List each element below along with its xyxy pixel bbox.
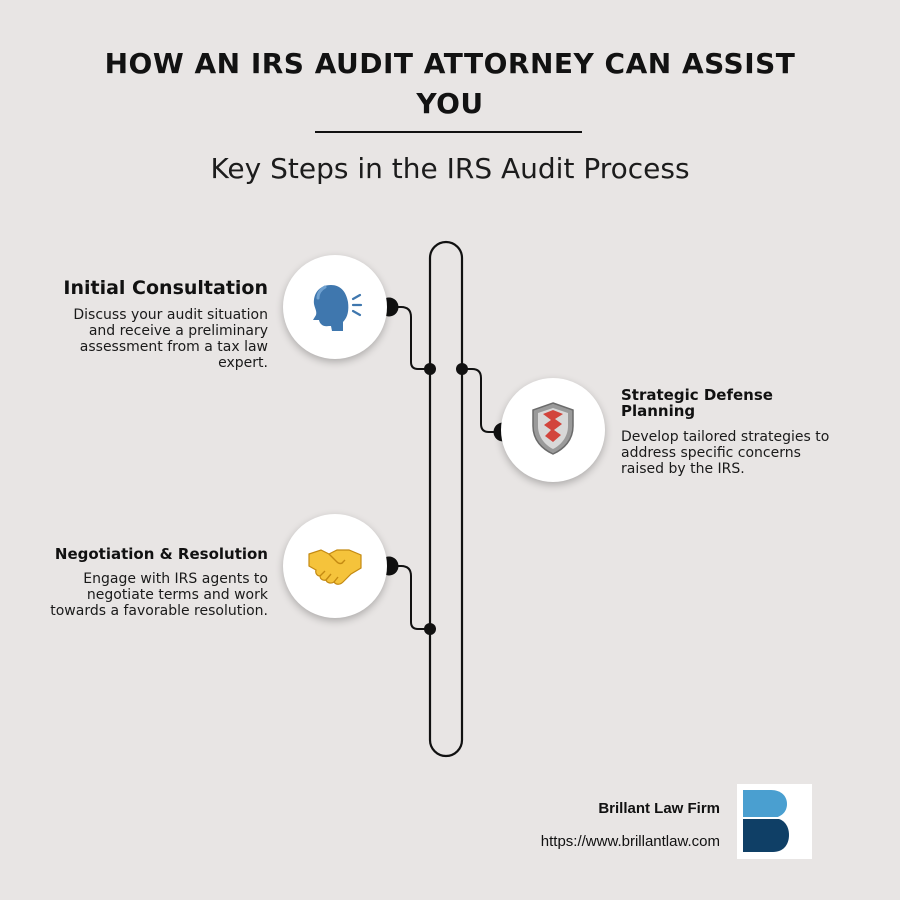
step-description-strategic-defense: Develop tailored strategies to address s…	[621, 429, 830, 477]
brillant-b-logo-icon	[743, 790, 789, 852]
step-description-negotiation: Engage with IRS agents to negotiate term…	[50, 571, 268, 619]
timeline-track	[428, 240, 464, 758]
brand-url-link[interactable]: https://www.brillantlaw.com	[540, 833, 720, 850]
shield-icon	[529, 400, 577, 460]
step-title-strategic-defense: Strategic Defense Planning	[621, 386, 773, 420]
step-title-initial-consultation: Initial Consultation	[63, 277, 268, 299]
step-icon-circle-initial-consultation	[283, 255, 387, 359]
speaking-head-icon	[307, 277, 363, 337]
brand-name: Brillant Law Firm	[598, 800, 720, 817]
track-node-negotiation	[424, 623, 436, 635]
handshake-icon	[307, 542, 363, 590]
brillant-logo	[737, 784, 812, 859]
step-icon-circle-negotiation	[283, 514, 387, 618]
track-node-initial-consultation	[424, 363, 436, 375]
step-icon-circle-strategic-defense	[501, 378, 605, 482]
connector-initial-consultation	[389, 306, 430, 370]
connector-negotiation	[389, 565, 430, 630]
step-description-initial-consultation: Discuss your audit situation and receive…	[73, 307, 268, 371]
page-title: HOW AN IRS AUDIT ATTORNEY CAN ASSIST YOU	[104, 47, 796, 120]
page-subtitle: Key Steps in the IRS Audit Process	[210, 152, 690, 185]
track-node-strategic-defense	[456, 363, 468, 375]
step-title-negotiation: Negotiation & Resolution	[54, 545, 268, 563]
title-underline	[315, 131, 582, 133]
connector-strategic-defense	[462, 368, 503, 433]
